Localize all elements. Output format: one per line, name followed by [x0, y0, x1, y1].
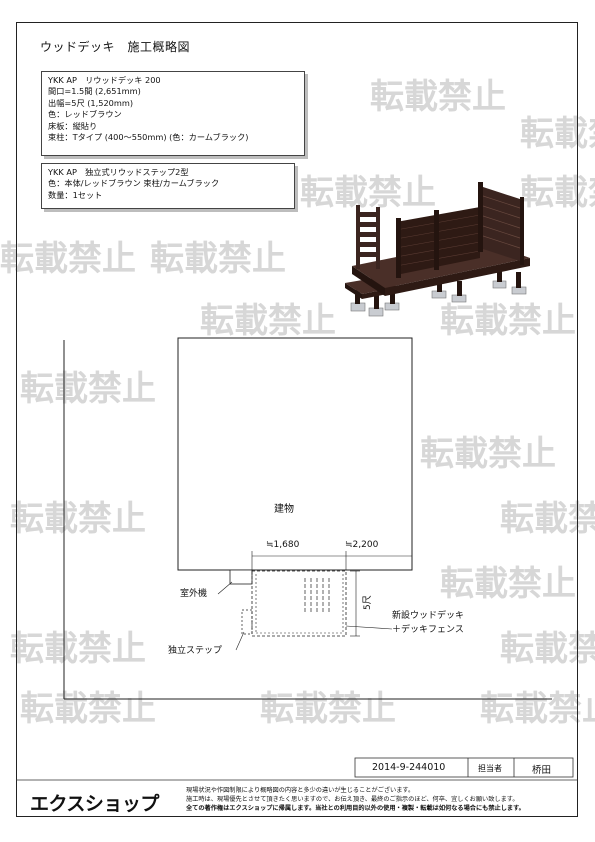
- outdoor-unit-outline: [229, 569, 253, 585]
- spec-line: 出幅=5尺 (1,520mm): [48, 97, 134, 108]
- dimension-width-1: ≒1,680: [266, 540, 300, 550]
- site-plan: [63, 337, 552, 700]
- outdoor-unit-label: 室外機: [180, 589, 208, 599]
- watermark-text: 転載禁止: [520, 114, 595, 154]
- dimension-width-2: ≒2,200: [345, 540, 379, 550]
- watermark-text: 転載禁止: [420, 434, 556, 474]
- spec-line: 床板：縦貼り: [48, 120, 98, 131]
- deck-label: 新設ウッドデッキ: [392, 611, 465, 621]
- title-block: [16, 757, 578, 781]
- watermark-text: 転載禁止: [10, 499, 146, 539]
- exshop-logo: エクスショップ: [30, 793, 159, 815]
- step-spec-box: YKK AP 独立式リウッドステップ2型 色：本体/レッドブラウン 束柱/カーム…: [41, 163, 295, 209]
- spec-line: YKK AP 独立式リウッドステップ2型: [48, 167, 189, 177]
- note-line: 施工時は、現場優先とさせて頂きたく思いますので、お伝え頂き、最終のご指示のほど、…: [186, 796, 519, 804]
- building-label: 建物: [274, 504, 294, 515]
- watermark-text: 転載禁止: [300, 173, 436, 213]
- drawing-sheet-border: [16, 22, 578, 817]
- step-outline: [241, 609, 253, 635]
- spec-line: 束柱：Tタイプ (400～550mm) (色：カームブラック): [48, 132, 249, 143]
- watermark-text: 転載禁止: [520, 173, 595, 213]
- deck-fence-label: ＋デッキフェンス: [392, 625, 464, 635]
- deck-3d-image: [345, 182, 530, 317]
- watermark-text: 転載禁止: [20, 369, 156, 409]
- deck-outline: [251, 570, 347, 637]
- building-outline: [177, 337, 413, 571]
- watermark-text: 転載禁止: [440, 564, 576, 604]
- note-line: 現場状況や作図制限により概略図の内容と多少の違いが生じることがございます。: [186, 787, 415, 794]
- spec-line: 間口=1.5間 (2,651mm): [48, 86, 141, 97]
- watermark-text: 転載禁止: [500, 629, 595, 669]
- watermark-text: 転載禁止: [10, 629, 146, 669]
- watermark-text: 転載禁止: [20, 689, 156, 729]
- spec-line: 色：レッドブラウン: [48, 109, 122, 120]
- watermark-text: 転載禁止: [480, 689, 595, 729]
- watermark-text: 転載禁止: [260, 689, 396, 729]
- watermark-text: 転載禁止: [0, 239, 136, 279]
- step-label: 独立ステップ: [168, 646, 223, 656]
- staff-name: 桥田: [532, 765, 552, 776]
- watermark-text: 転載禁止: [370, 77, 506, 117]
- note-line-bold: 全ての著作権はエクスショップに帰属します。当社との利用目的以外の使用・複製・転載…: [186, 805, 525, 813]
- watermark-text: 転載禁止: [440, 301, 576, 341]
- footer-notes: 現場状況や作図制限により概略図の内容と多少の違いが生じることがございます。 施工…: [186, 786, 525, 814]
- watermark-text: 転載禁止: [200, 301, 336, 341]
- drawing-title: ウッドデッキ 施工概略図: [40, 40, 191, 54]
- dimension-depth: 5尺: [363, 595, 373, 610]
- watermark-text: 転載禁止: [150, 239, 286, 279]
- watermark-text: 転載禁止: [500, 499, 595, 539]
- staff-label: 担当者: [478, 764, 502, 773]
- spec-line: YKK AP リウッドデッキ 200: [48, 75, 161, 85]
- spec-line: 数量：1セット: [48, 189, 103, 200]
- drawing-number: 2014-9-244010: [372, 762, 446, 773]
- spec-line: 色：本体/レッドブラウン 束柱/カームブラック: [48, 178, 220, 189]
- deck-spec-box: YKK AP リウッドデッキ 200 間口=1.5間 (2,651mm) 出幅=…: [41, 71, 305, 156]
